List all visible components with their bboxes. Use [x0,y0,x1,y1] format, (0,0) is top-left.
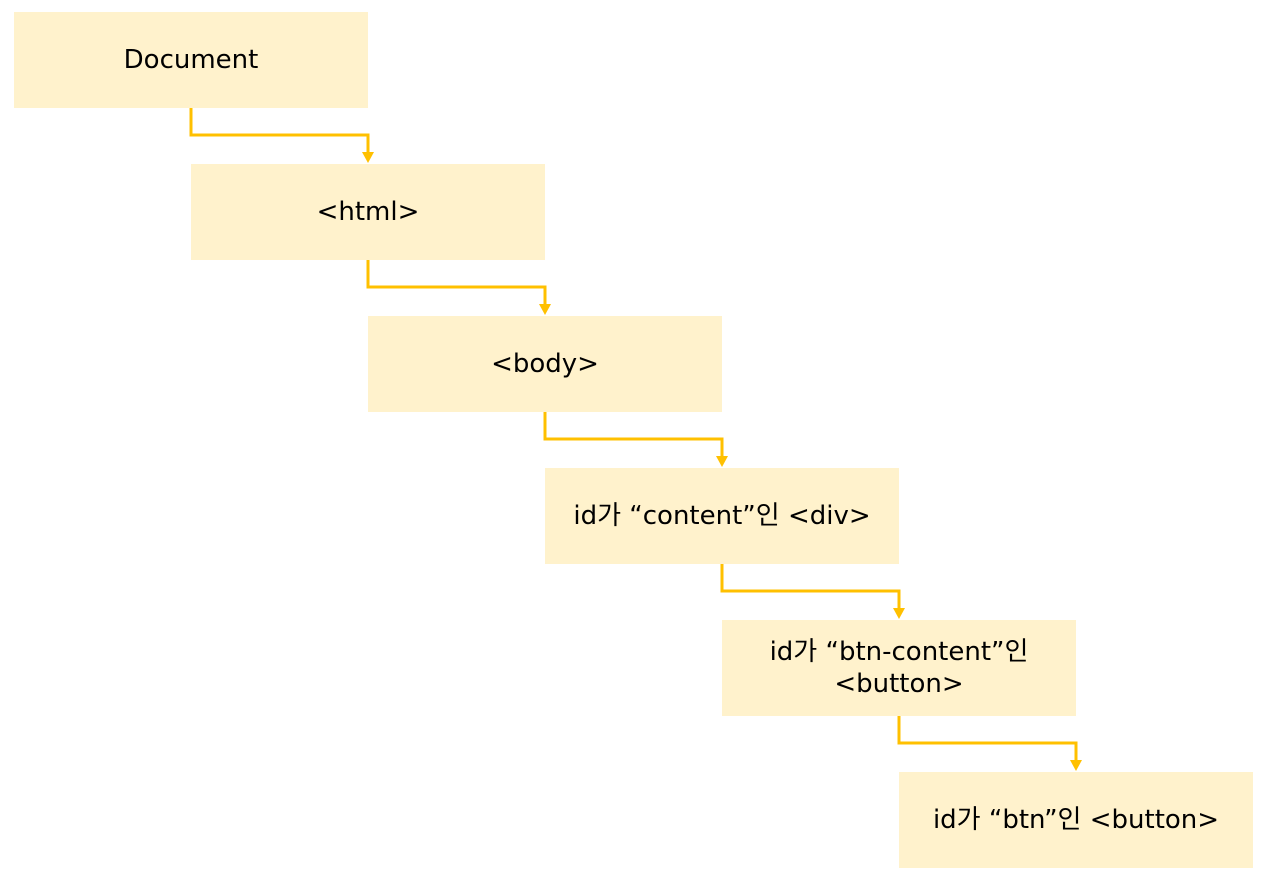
node-label: id가 “btn-content”인 <button> [769,637,1029,699]
node-body: <body> [368,316,722,412]
node-content-div: id가 “content”인 <div> [545,468,899,564]
node-label: id가 “content”인 <div> [573,501,871,531]
connector-body-to-content-div [543,412,728,467]
node-html: <html> [191,164,545,260]
connector-html-to-body [366,260,551,315]
connector-document-to-html [189,108,374,163]
node-label: Document [123,45,259,75]
node-btn-button: id가 “btn”인 <button> [899,772,1253,868]
connector-btn-content-button-to-btn-button [897,716,1082,771]
node-label: <html> [316,197,420,227]
node-label: <body> [491,349,599,379]
connector-content-div-to-btn-content-button [720,564,905,619]
node-label: id가 “btn”인 <button> [932,805,1220,835]
node-document: Document [14,12,368,108]
node-btn-content-button: id가 “btn-content”인 <button> [722,620,1076,716]
